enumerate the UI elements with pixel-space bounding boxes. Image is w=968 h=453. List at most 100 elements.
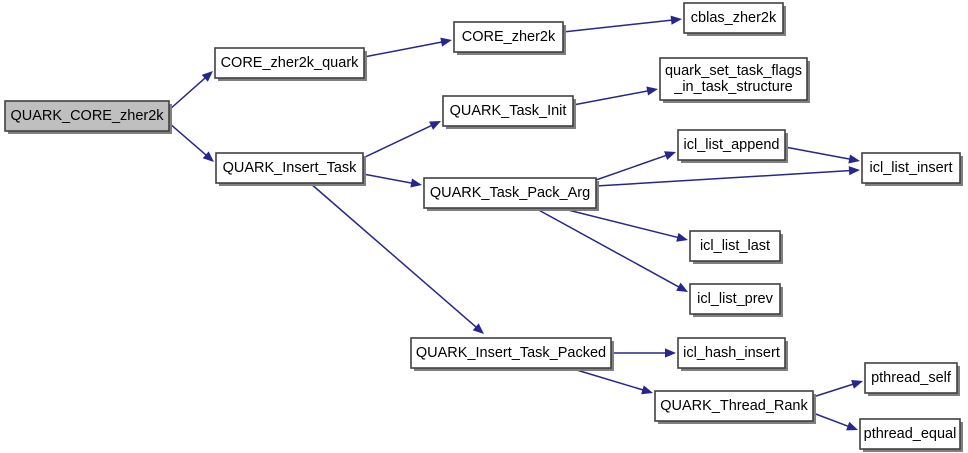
node-box[interactable] — [677, 129, 786, 161]
edge-line — [595, 154, 668, 181]
edge-line — [569, 367, 645, 392]
call-edge — [559, 207, 688, 242]
node-label: pthread_equal — [864, 426, 957, 442]
nodes-layer: QUARK_CORE_zher2k CORE_zher2k_quarkQUARK_… — [4, 2, 963, 452]
node-label: icl_list_prev — [697, 291, 773, 307]
node-label: QUARK_Thread_Rank — [660, 398, 808, 414]
edge-line — [168, 76, 207, 111]
arrowhead-icon — [410, 178, 422, 188]
arrowhead-icon — [846, 421, 858, 431]
edge-line — [562, 19, 674, 33]
edge-line — [784, 146, 852, 161]
call-edge — [309, 182, 484, 334]
node-label: QUARK_Insert_Task_Packed — [416, 345, 606, 361]
arrowhead-icon — [676, 282, 688, 292]
edge-line — [595, 169, 852, 187]
node-label: cblas_zher2k — [691, 10, 777, 26]
node-icl_list_prev[interactable]: icl_list_prev — [689, 283, 783, 317]
node-pthread_equal[interactable]: pthread_equal — [859, 418, 963, 452]
node-box[interactable] — [4, 100, 170, 132]
node-quark_insert_task_packed[interactable]: QUARK_Insert_Task_Packed — [410, 337, 614, 371]
edge-line — [572, 89, 650, 106]
node-label: QUARK_Insert_Task — [223, 160, 358, 176]
node-label: icl_hash_insert — [683, 345, 780, 361]
call-edge — [362, 173, 422, 188]
node-label: pthread_self — [871, 370, 952, 386]
node-box[interactable] — [423, 177, 597, 209]
node-core_zher2k[interactable]: CORE_zher2k — [453, 21, 566, 55]
call-edge — [534, 207, 688, 292]
node-label: QUARK_CORE_zher2k — [10, 108, 164, 124]
node-box[interactable] — [442, 95, 574, 127]
edge-line — [812, 383, 855, 398]
arrowhead-icon — [676, 232, 688, 242]
call-edge — [569, 367, 653, 395]
call-edge — [572, 86, 658, 106]
arrowhead-icon — [851, 379, 863, 389]
node-quark_task_init[interactable]: QUARK_Task_Init — [442, 95, 576, 129]
node-label: QUARK_Task_Pack_Arg — [430, 185, 590, 201]
node-label: icl_list_last — [700, 238, 770, 254]
call-edge — [784, 146, 860, 164]
arrowhead-icon — [201, 71, 213, 82]
call-edge — [812, 412, 858, 431]
call-edge — [362, 121, 441, 159]
node-box[interactable] — [214, 47, 365, 79]
node-quark_task_pack_arg[interactable]: QUARK_Task_Pack_Arg — [423, 177, 599, 211]
arrowhead-icon — [646, 86, 658, 96]
arrowhead-icon — [665, 348, 676, 358]
edge-line — [309, 182, 478, 329]
edge-line — [559, 207, 680, 239]
node-quark_thread_rank[interactable]: QUARK_Thread_Rank — [654, 390, 816, 424]
node-box[interactable] — [453, 21, 564, 53]
call-edge — [611, 348, 676, 358]
call-edge — [363, 37, 452, 58]
node-box[interactable] — [654, 390, 814, 422]
call-edge — [595, 151, 676, 181]
node-pthread_self[interactable]: pthread_self — [864, 362, 960, 396]
edge-line — [363, 40, 444, 58]
node-box[interactable] — [659, 57, 808, 101]
arrowhead-icon — [670, 15, 682, 25]
arrowhead-icon — [429, 121, 441, 130]
node-icl_list_append[interactable]: icl_list_append — [677, 129, 788, 163]
node-label: CORE_zher2k_quark — [221, 55, 360, 71]
call-edge — [595, 166, 860, 187]
node-label: quark_set_task_flags — [665, 63, 802, 79]
node-label: icl_list_insert — [870, 160, 953, 176]
edge-line — [362, 124, 434, 159]
node-icl_hash_insert[interactable]: icl_hash_insert — [677, 337, 788, 371]
node-box[interactable] — [689, 283, 781, 315]
node-core_zher2k_quark[interactable]: CORE_zher2k_quark — [214, 47, 367, 81]
edge-line — [362, 173, 414, 185]
node-box[interactable] — [689, 230, 781, 262]
node-box[interactable] — [410, 337, 612, 369]
node-label: _in_task_structure — [673, 79, 792, 95]
call-edge — [812, 379, 863, 398]
node-box[interactable] — [677, 337, 786, 369]
node-box[interactable] — [861, 152, 961, 184]
arrowhead-icon — [641, 385, 653, 395]
arrowhead-icon — [664, 151, 676, 160]
arrowhead-icon — [848, 154, 860, 164]
node-icl_list_insert[interactable]: icl_list_insert — [861, 152, 963, 186]
call-edge — [168, 71, 213, 111]
node-box[interactable] — [683, 2, 784, 34]
node-quark_set_task_flags_in_task_structure[interactable]: quark_set_task_flags_in_task_structure — [659, 57, 810, 103]
node-label: QUARK_Task_Init — [450, 103, 567, 119]
node-quark_core_zher2k[interactable]: QUARK_CORE_zher2k — [4, 100, 172, 134]
edge-line — [168, 122, 208, 157]
node-icl_list_last[interactable]: icl_list_last — [689, 230, 783, 264]
call-edge — [562, 15, 682, 33]
arrowhead-icon — [472, 323, 484, 334]
edges-layer — [168, 15, 863, 431]
node-quark_insert_task[interactable]: QUARK_Insert_Task — [215, 152, 366, 186]
node-box[interactable] — [215, 152, 364, 184]
edge-line — [534, 207, 681, 289]
node-box[interactable] — [859, 418, 961, 450]
node-box[interactable] — [864, 362, 958, 394]
node-label: CORE_zher2k — [462, 29, 556, 45]
node-cblas_zher2k[interactable]: cblas_zher2k — [683, 2, 786, 36]
